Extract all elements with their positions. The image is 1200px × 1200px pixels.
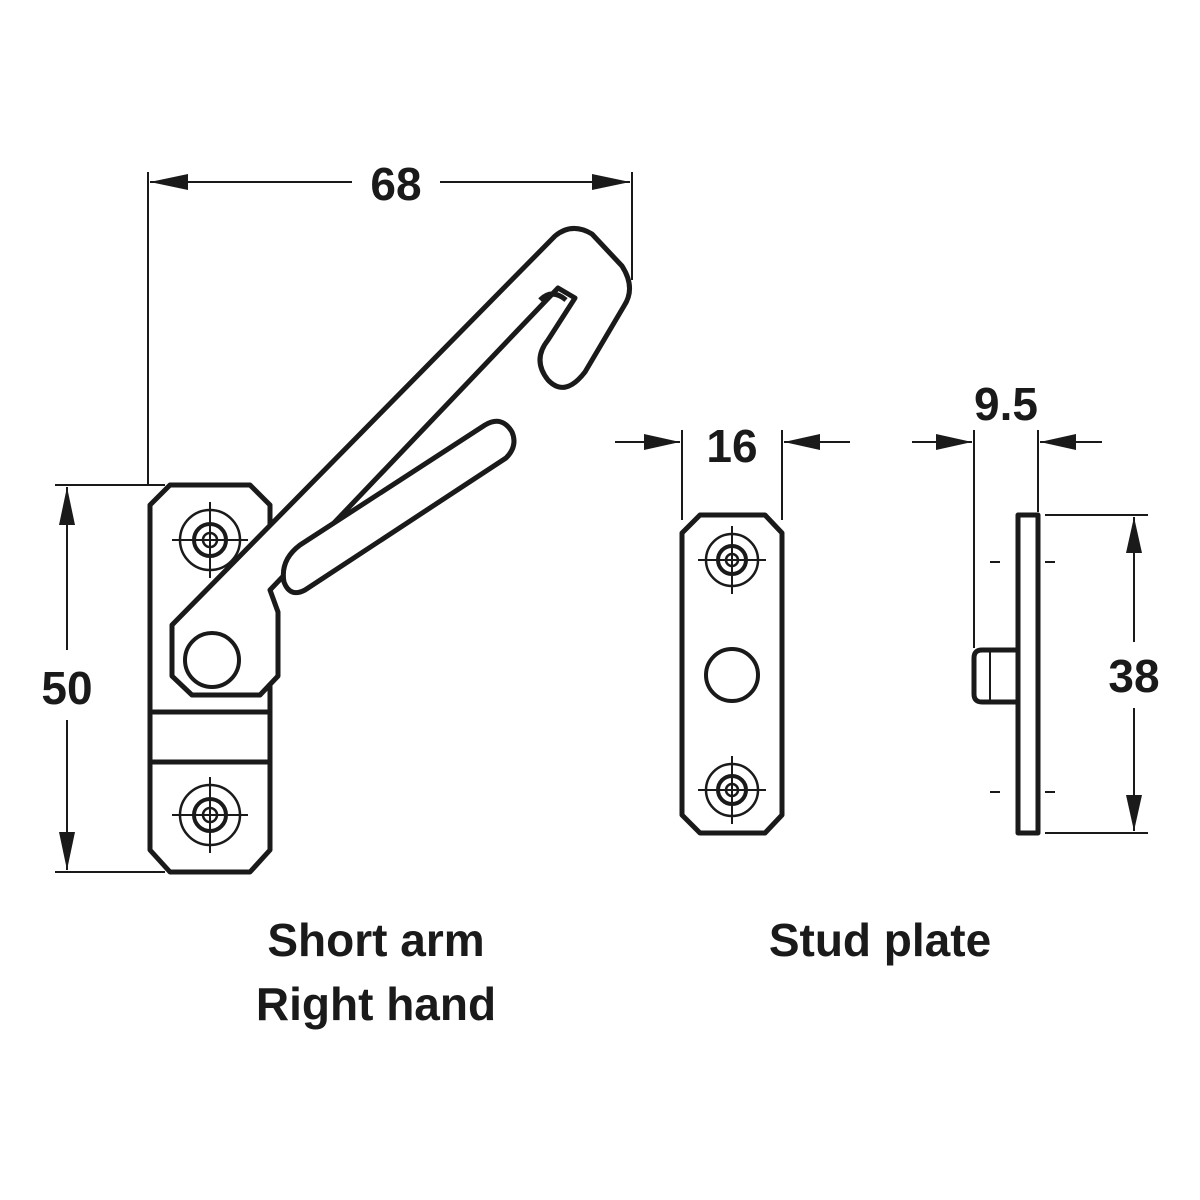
stud-plate-bottom-screw-hole bbox=[698, 756, 766, 824]
arm-pivot-hole bbox=[183, 631, 241, 689]
dimension-38-label: 38 bbox=[1108, 650, 1159, 702]
caption-right-hand: Right hand bbox=[256, 978, 496, 1030]
dimension-68-label: 68 bbox=[370, 158, 421, 210]
dimension-16-label: 16 bbox=[706, 420, 757, 472]
stud-plate-side-body bbox=[1015, 512, 1041, 836]
stud-plate-top-screw-hole bbox=[698, 526, 766, 594]
dimension-68: 68 bbox=[147, 158, 633, 485]
dimension-50: 50 bbox=[41, 484, 165, 873]
stud-plate-front bbox=[679, 512, 785, 836]
dimension-16: 16 bbox=[615, 420, 850, 520]
dimension-38: 38 bbox=[1045, 514, 1160, 834]
arm-hook-slot bbox=[538, 291, 568, 302]
dimension-50-label: 50 bbox=[41, 662, 92, 714]
caption-stud-plate: Stud plate bbox=[769, 914, 991, 966]
stud-plate-center-hole bbox=[704, 647, 760, 703]
stud-plate-side bbox=[971, 512, 1055, 836]
bracket-top-screw-hole bbox=[172, 502, 248, 578]
short-arm-assembly bbox=[147, 226, 632, 875]
caption-short-arm: Short arm bbox=[267, 914, 484, 966]
stud-side-profile bbox=[971, 647, 1021, 705]
dimension-9-5-label: 9.5 bbox=[974, 378, 1038, 430]
dimension-9-5: 9.5 bbox=[912, 378, 1102, 648]
arm-slot bbox=[280, 418, 517, 596]
bracket-bottom-screw-hole bbox=[172, 777, 248, 853]
